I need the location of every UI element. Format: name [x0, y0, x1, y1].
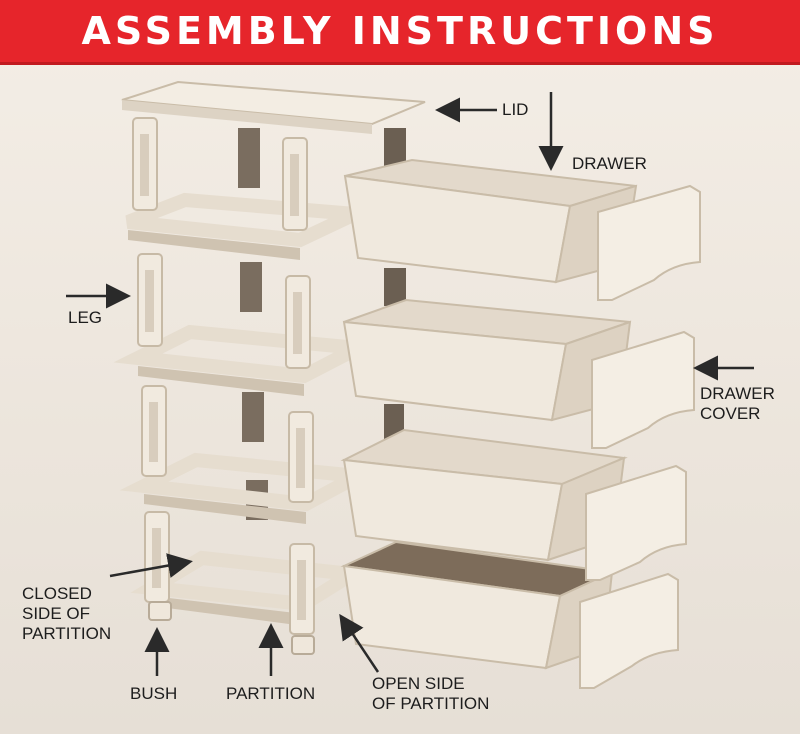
page-title: ASSEMBLY INSTRUCTIONS: [81, 9, 719, 53]
lid-panel: [121, 80, 426, 134]
open-side-of-partition-label: OPEN SIDE OF PARTITION: [372, 674, 490, 713]
front-legs: [132, 117, 315, 635]
drawer-1: [343, 158, 638, 284]
bush-label: BUSH: [130, 684, 178, 703]
title-banner: ASSEMBLY INSTRUCTIONS: [0, 0, 800, 65]
drawer-covers: [579, 184, 701, 689]
drawer-cover-1: [597, 184, 701, 301]
drawer-3: [340, 428, 628, 562]
drawer-cover-label: DRAWER COVER: [700, 384, 775, 423]
drawer-cover-3: [585, 464, 687, 581]
open-side-arrow: [339, 613, 380, 673]
frame-4: [130, 550, 373, 626]
drawer-label: DRAWER: [572, 154, 647, 173]
exploded-drawer-diagram: [66, 80, 754, 689]
callout-arrows: [66, 92, 754, 676]
drawer-4: [340, 540, 616, 670]
frame-1: [125, 192, 382, 260]
leg-label: LEG: [68, 308, 103, 327]
frame-2: [113, 324, 383, 396]
drawer-2: [342, 298, 632, 422]
lid-label: LID: [502, 100, 529, 119]
closed-side-arrow: [109, 553, 193, 578]
partition-label: PARTITION: [226, 684, 316, 703]
bushes: [148, 601, 315, 655]
drawer-cover-2: [591, 330, 695, 449]
frame-3: [119, 452, 382, 524]
closed-side-of-partition-label: CLOSED SIDE OF PARTITION: [22, 584, 112, 643]
drawer-cover-4: [579, 572, 679, 689]
